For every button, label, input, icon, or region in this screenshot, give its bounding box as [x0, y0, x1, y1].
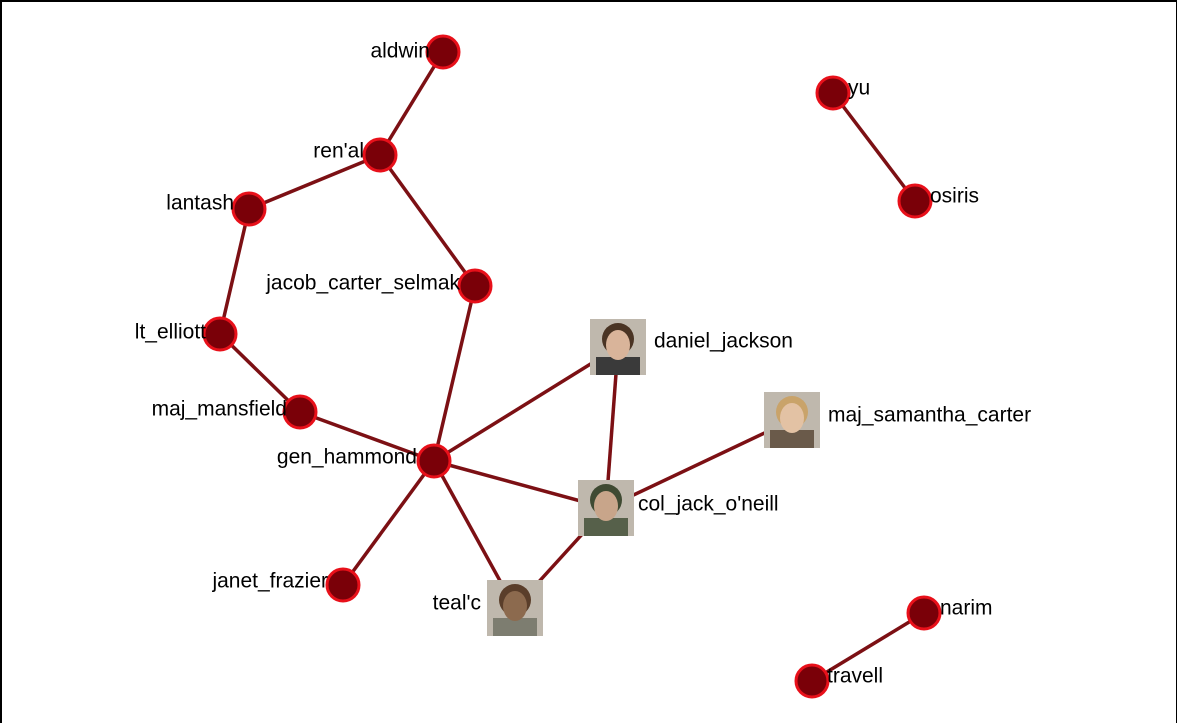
node-label-yu: yu [848, 77, 870, 100]
node-lantash[interactable] [231, 191, 267, 227]
edge-gen_hammond-col_jack_oneill[interactable] [433, 459, 607, 510]
edge-col_jack_oneill-maj_samantha_carter[interactable] [605, 418, 793, 510]
node-ren_al[interactable] [362, 137, 398, 173]
node-label-maj_mansfield: maj_mansfield [152, 398, 287, 421]
node-janet_frazier[interactable] [325, 567, 361, 603]
node-label-maj_samantha_carter: maj_samantha_carter [828, 404, 1031, 427]
edge-gen_hammond-janet_frazier[interactable] [341, 459, 436, 587]
edge-maj_mansfield-gen_hammond[interactable] [299, 410, 435, 463]
node-label-lt_elliott: lt_elliott [135, 321, 206, 344]
node-label-ren_al: ren'al [313, 140, 364, 163]
node-osiris[interactable] [897, 183, 933, 219]
nodes-layer [202, 34, 942, 699]
node-label-narim: narim [940, 597, 993, 620]
edge-narim-travell[interactable] [811, 611, 925, 683]
node-label-teal_c: teal'c [433, 592, 481, 615]
edge-ren_al-lantash[interactable] [248, 153, 381, 211]
edge-lantash-lt_elliott[interactable] [218, 208, 251, 335]
edge-yu-osiris[interactable] [831, 91, 917, 203]
node-narim[interactable] [906, 595, 942, 631]
node-travell[interactable] [794, 663, 830, 699]
edge-aldwin-ren_al[interactable] [378, 51, 445, 156]
node-lt_elliott[interactable] [202, 316, 238, 352]
node-label-daniel_jackson: daniel_jackson [654, 330, 793, 353]
node-label-col_jack_oneill: col_jack_o'neill [638, 493, 779, 516]
node-jacob_carter_selmak[interactable] [457, 268, 493, 304]
person-photo-icon[interactable] [764, 392, 820, 448]
node-label-lantash: lantash [166, 192, 234, 215]
edge-ren_al-jacob_carter_selmak[interactable] [378, 153, 477, 288]
node-label-aldwin: aldwin [370, 40, 430, 63]
edge-lt_elliott-maj_mansfield[interactable] [218, 332, 302, 414]
node-maj_mansfield[interactable] [282, 394, 318, 430]
node-gen_hammond[interactable] [416, 443, 452, 479]
person-photo-icon[interactable] [487, 580, 543, 636]
node-aldwin[interactable] [425, 34, 461, 70]
person-photo-icon[interactable] [578, 480, 634, 536]
node-label-jacob_carter_selmak: jacob_carter_selmak [265, 272, 460, 295]
node-label-gen_hammond: gen_hammond [277, 446, 417, 469]
labels-layer: aldwin ren'al lantash jacob_carter_selmaklt… [135, 40, 1031, 688]
node-label-osiris: osiris [930, 185, 979, 208]
node-yu[interactable] [815, 75, 851, 111]
edge-jacob_carter_selmak-gen_hammond[interactable] [432, 285, 477, 462]
node-label-travell: travell [827, 665, 883, 688]
person-photo-icon[interactable] [590, 319, 646, 375]
edge-gen_hammond-daniel_jackson[interactable] [433, 345, 619, 463]
node-label-janet_frazier: janet_frazier [211, 570, 328, 593]
